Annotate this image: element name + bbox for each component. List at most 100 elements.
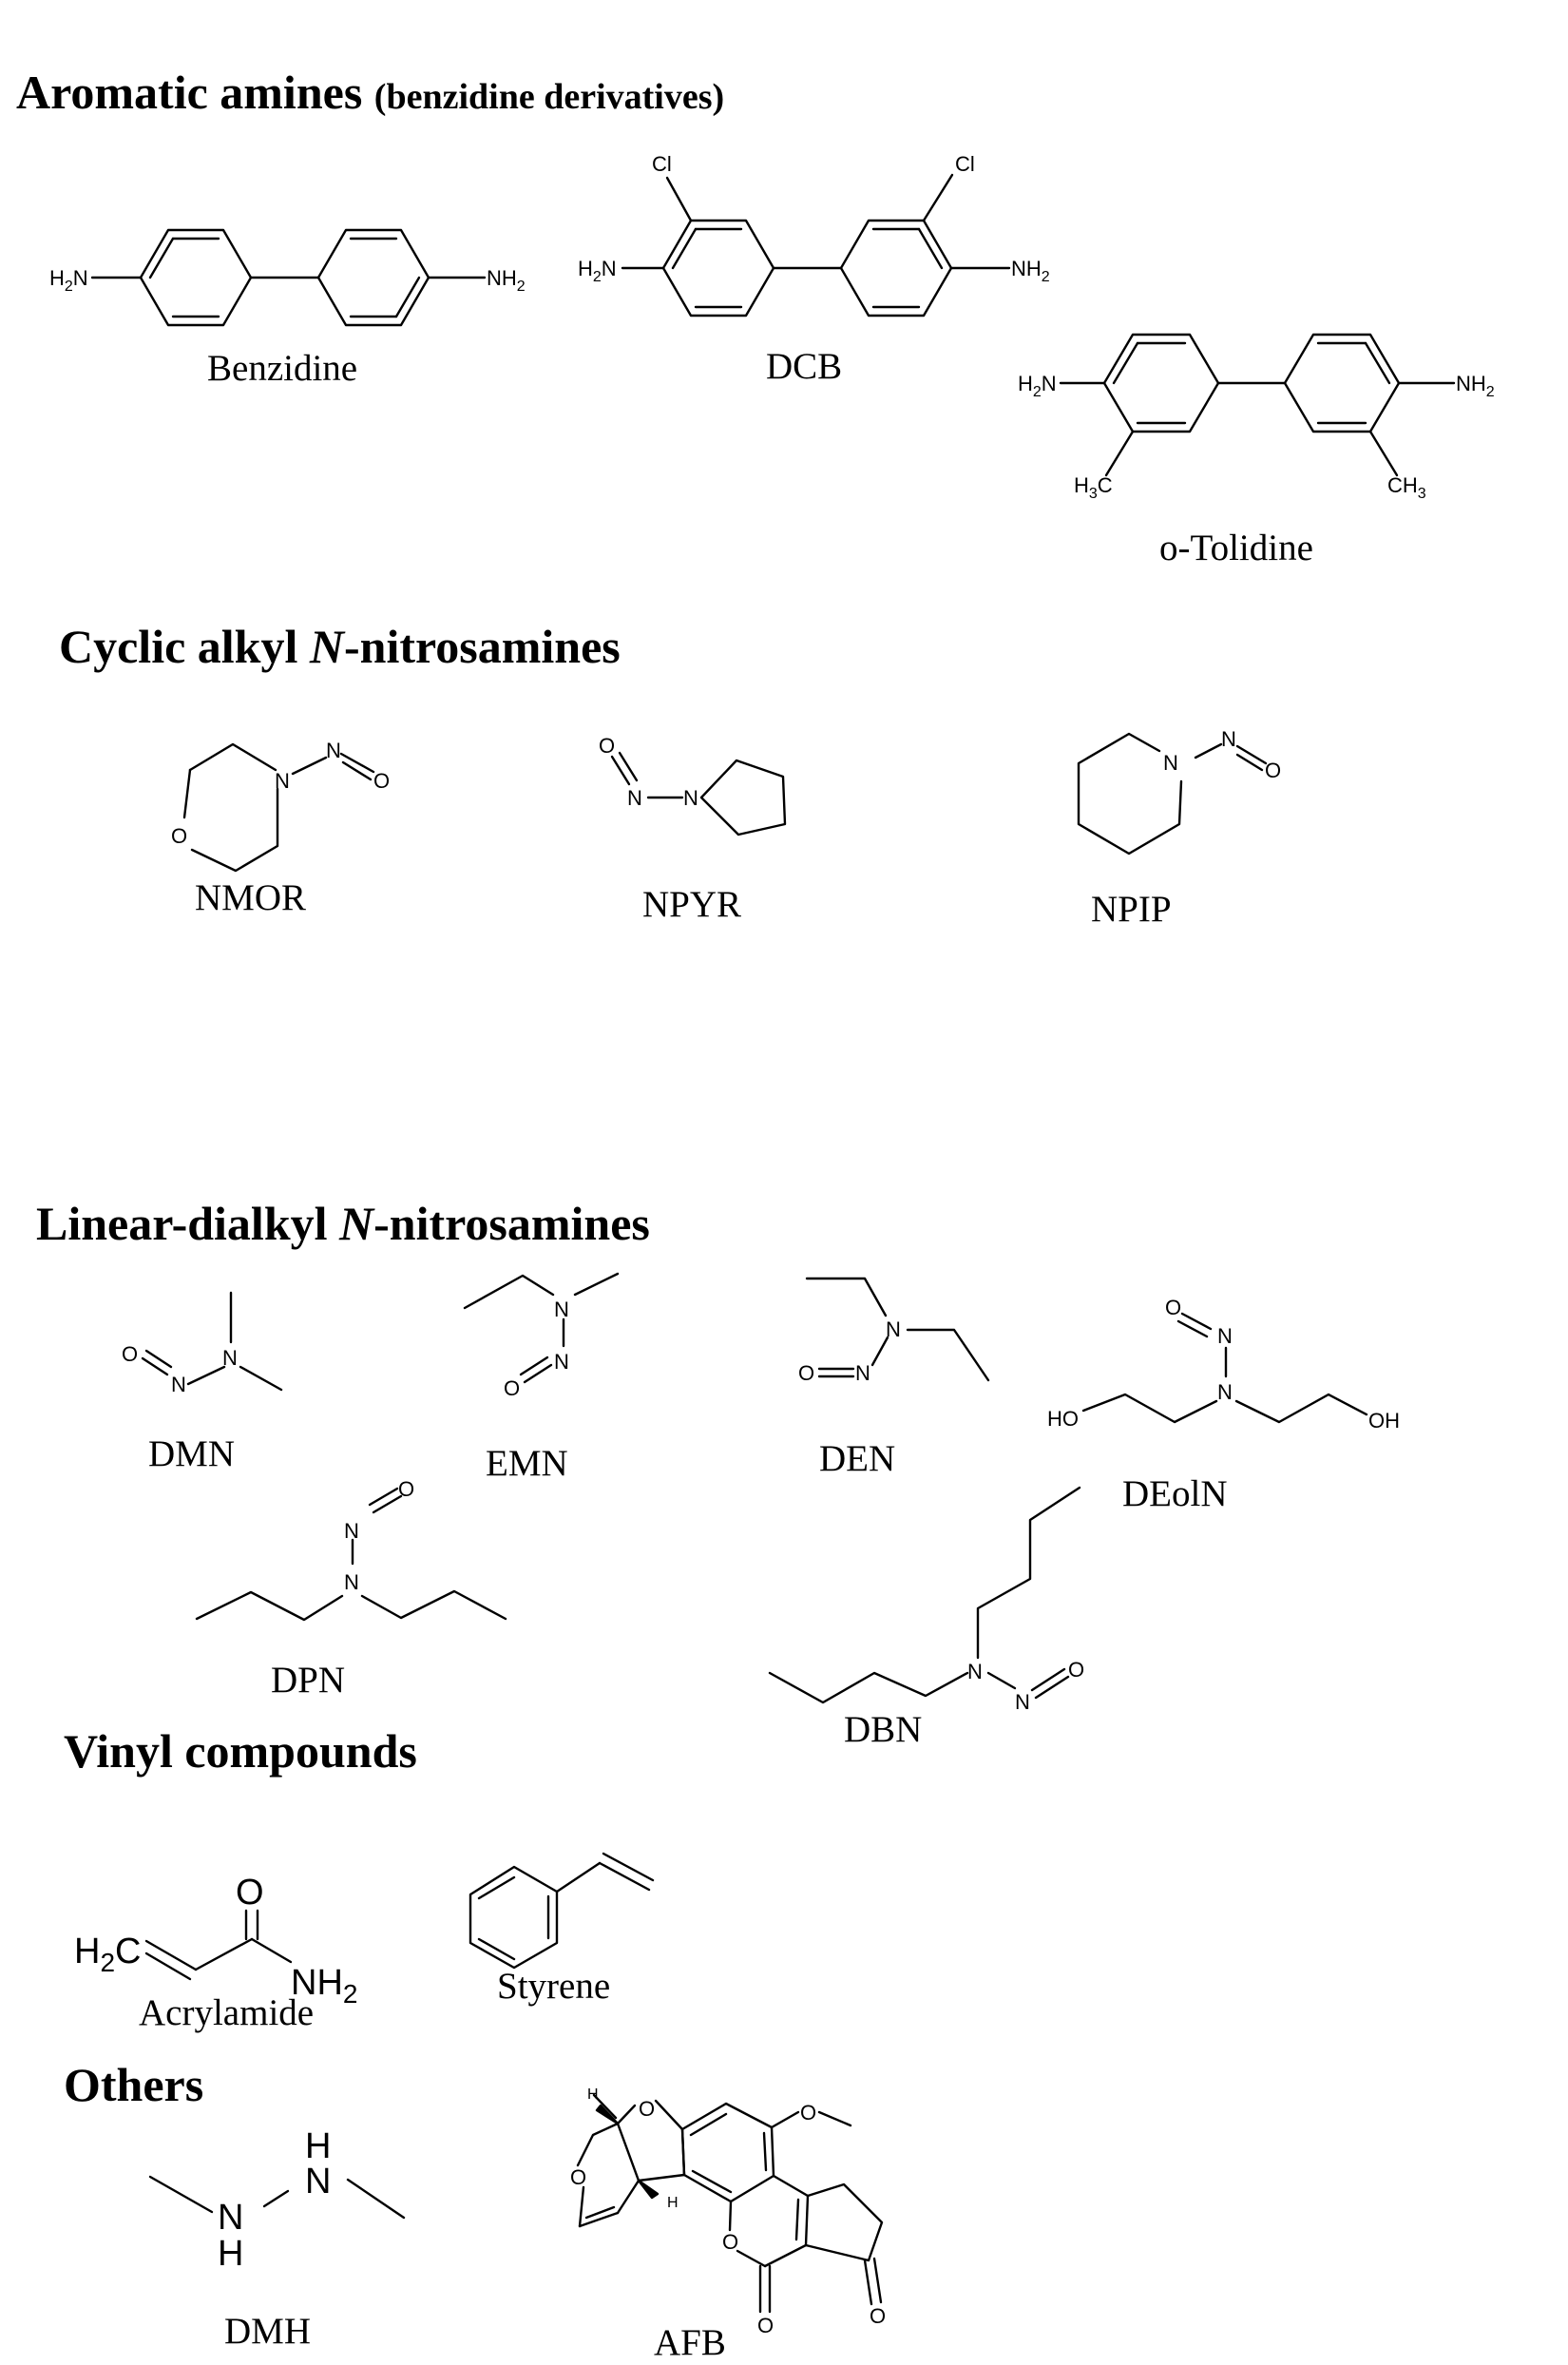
structure-deoln: O N N HO OH bbox=[1047, 1296, 1400, 1432]
svg-text:CH3: CH3 bbox=[1387, 473, 1426, 502]
heading-linear-part1: Linear-dialkyl bbox=[36, 1197, 340, 1250]
heading-linear-n: N bbox=[339, 1197, 374, 1250]
atom-o: O bbox=[1265, 759, 1281, 782]
heading-others: Others bbox=[64, 2058, 204, 2111]
structure-dbn: N N O bbox=[768, 1486, 1084, 1714]
atom-n: N bbox=[855, 1361, 870, 1385]
atom-h: H bbox=[305, 2126, 331, 2166]
atom-c: C bbox=[115, 1932, 141, 1971]
atom-h: H bbox=[74, 1932, 100, 1971]
atom-h: H bbox=[587, 2086, 599, 2103]
svg-text:NH2: NH2 bbox=[1011, 257, 1050, 285]
heading-linear-nitrosamines: Linear-dialkyl N-nitrosamines bbox=[36, 1200, 650, 1247]
label-benzidine: Benzidine bbox=[207, 348, 358, 389]
atom-h: H bbox=[1074, 473, 1089, 497]
svg-text:H2N: H2N bbox=[1018, 372, 1057, 400]
structure-nmor: N N O O bbox=[171, 739, 390, 873]
label-styrene: Styrene bbox=[497, 1966, 611, 2007]
label-dmh: DMH bbox=[224, 2311, 312, 2352]
atom-h: H bbox=[218, 2234, 243, 2274]
atom-o: O bbox=[639, 2097, 655, 2121]
atom-c: C bbox=[1387, 473, 1403, 497]
atom-o: O bbox=[800, 2101, 816, 2125]
atom-n: N bbox=[344, 1570, 359, 1594]
heading-cyclic-part2: -nitrosamines bbox=[343, 620, 621, 673]
structure-dpn: N N O bbox=[195, 1477, 507, 1622]
atom-sub-2: 2 bbox=[1033, 384, 1042, 400]
atom-o: O bbox=[171, 824, 187, 848]
atom-nh: NH bbox=[487, 266, 517, 290]
label-acrylamide: Acrylamide bbox=[139, 1992, 315, 2033]
atom-n: N bbox=[627, 786, 642, 810]
heading-linear-part2: -nitrosamines bbox=[373, 1197, 650, 1250]
svg-text:NH2: NH2 bbox=[291, 1963, 357, 2009]
heading-aromatic-amines: Aromatic amines (benzidine derivatives) bbox=[16, 68, 724, 116]
atom-sub-2: 2 bbox=[1486, 384, 1495, 400]
atom-nh: NH bbox=[291, 1963, 343, 2003]
atom-sub-2: 2 bbox=[100, 1948, 115, 1977]
atom-n: N bbox=[1217, 1324, 1233, 1348]
label-den: DEN bbox=[819, 1438, 896, 1479]
label-dcb: DCB bbox=[766, 346, 843, 387]
atom-n: N bbox=[1221, 727, 1236, 751]
label-dpn: DPN bbox=[271, 1660, 346, 1701]
atom-h: H bbox=[1018, 372, 1033, 395]
atom-h: H bbox=[49, 266, 65, 290]
atom-h: H bbox=[667, 2195, 679, 2211]
label-deoln: DEolN bbox=[1122, 1473, 1228, 1514]
svg-text:H2C: H2C bbox=[74, 1932, 141, 1977]
atom-cl: Cl bbox=[955, 152, 975, 176]
atom-n: N bbox=[602, 257, 617, 280]
svg-text:H2N: H2N bbox=[49, 266, 88, 295]
atom-sub-2: 2 bbox=[1042, 269, 1050, 285]
atom-h: H bbox=[1403, 473, 1418, 497]
structure-den: N N O bbox=[798, 1277, 990, 1385]
label-nmor: NMOR bbox=[195, 877, 307, 918]
atom-ho: HO bbox=[1047, 1407, 1079, 1431]
atom-o: O bbox=[398, 1477, 414, 1501]
atom-n: N bbox=[171, 1373, 186, 1396]
heading-cyclic-nitrosamines: Cyclic alkyl N-nitrosamines bbox=[59, 623, 621, 670]
atom-o: O bbox=[722, 2230, 738, 2254]
atom-n: N bbox=[886, 1317, 901, 1341]
atom-h: H bbox=[578, 257, 593, 280]
atom-o: O bbox=[798, 1361, 814, 1385]
atom-o: O bbox=[236, 1873, 264, 1913]
atom-cl: Cl bbox=[652, 152, 672, 176]
atom-n: N bbox=[222, 1346, 238, 1370]
atom-n: N bbox=[683, 786, 698, 810]
label-npip: NPIP bbox=[1091, 889, 1172, 930]
atom-sub-3: 3 bbox=[1418, 486, 1426, 502]
structure-o-tolidine: H2N NH2 H3C CH3 bbox=[1018, 333, 1495, 502]
svg-text:NH2: NH2 bbox=[1456, 372, 1495, 400]
heading-cyclic-n: N bbox=[309, 620, 344, 673]
svg-text:NH2: NH2 bbox=[487, 266, 526, 295]
label-emn: EMN bbox=[486, 1443, 568, 1484]
atom-sub-2: 2 bbox=[593, 269, 602, 285]
atom-o: O bbox=[570, 2165, 586, 2189]
atom-o: O bbox=[1068, 1658, 1084, 1682]
atom-oh: OH bbox=[1368, 1409, 1400, 1432]
atom-n: N bbox=[554, 1350, 569, 1374]
label-dmn: DMN bbox=[148, 1433, 236, 1474]
atom-o: O bbox=[122, 1342, 138, 1366]
structure-npip: N N O bbox=[1077, 727, 1281, 856]
structure-acrylamide: H2C O NH2 bbox=[74, 1873, 357, 2009]
structure-dcb: Cl Cl H2N NH2 bbox=[578, 152, 1050, 317]
label-afb: AFB bbox=[654, 2322, 726, 2363]
label-o-tolidine: o-Tolidine bbox=[1159, 528, 1313, 568]
atom-n: N bbox=[1217, 1380, 1233, 1404]
atom-o: O bbox=[870, 2304, 886, 2328]
structure-emn: N N O bbox=[463, 1272, 620, 1400]
atom-n: N bbox=[275, 769, 290, 793]
atom-o: O bbox=[504, 1376, 520, 1400]
heading-aromatic-title: Aromatic amines bbox=[16, 66, 363, 119]
atom-o: O bbox=[373, 769, 390, 793]
atom-nh: NH bbox=[1456, 372, 1486, 395]
atom-o: O bbox=[757, 2314, 774, 2337]
svg-text:H3C: H3C bbox=[1074, 473, 1113, 502]
atom-o: O bbox=[1165, 1296, 1181, 1319]
atom-n: N bbox=[326, 739, 341, 762]
